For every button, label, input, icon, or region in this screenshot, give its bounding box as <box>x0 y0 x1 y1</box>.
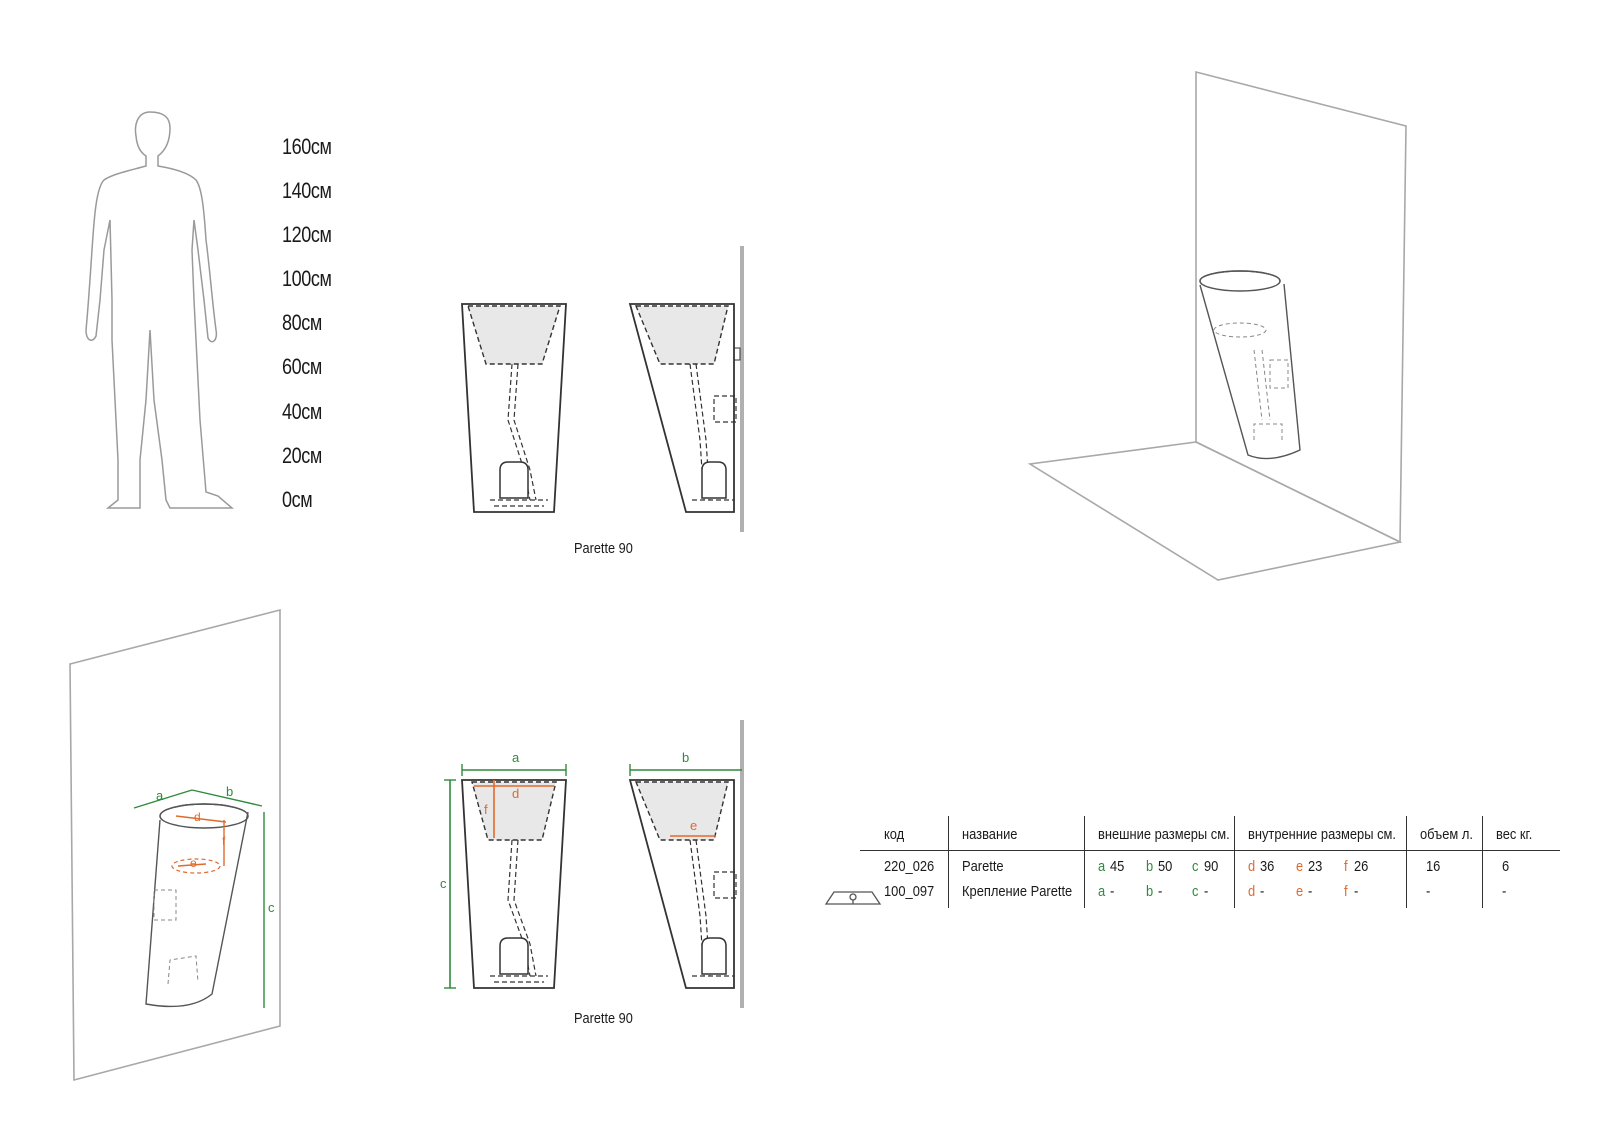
cell-c: - <box>1204 883 1209 900</box>
column-divider <box>1482 816 1483 908</box>
cell-f: - <box>1354 883 1359 900</box>
cell-b: - <box>1158 883 1163 900</box>
cell-d-letter: d <box>1248 883 1256 900</box>
column-divider <box>1084 816 1085 908</box>
header-code: код <box>884 826 905 843</box>
cell-c-letter: c <box>1192 883 1199 900</box>
header-name: название <box>962 826 1018 843</box>
caption-top: Parette 90 <box>574 540 633 557</box>
cell-a-letter: a <box>1098 858 1106 875</box>
dim-label-d: d <box>512 786 520 801</box>
cell-name: Крепление Parette <box>962 883 1073 900</box>
dim-label-d-3d: d <box>194 810 201 824</box>
cell-d: - <box>1260 883 1265 900</box>
scale-label: 100см <box>282 266 332 291</box>
cell-weight: - <box>1502 883 1507 900</box>
scale-label: 40см <box>282 399 322 424</box>
cell-volume: 16 <box>1426 858 1441 875</box>
cell-d: 36 <box>1260 858 1275 875</box>
wall-bracket-icon <box>824 891 882 905</box>
cell-code: 220_026 <box>884 858 935 875</box>
cell-e-letter: e <box>1296 883 1304 900</box>
dim-label-b: b <box>682 750 690 765</box>
cell-e-letter: e <box>1296 858 1304 875</box>
cell-c-letter: c <box>1192 858 1199 875</box>
column-divider <box>948 816 949 908</box>
scale-label: 20см <box>282 443 322 468</box>
front-view-top <box>461 303 567 513</box>
scale-label: 0см <box>282 487 313 512</box>
dim-label-c-3d: c <box>268 900 275 915</box>
cell-a: 45 <box>1110 858 1125 875</box>
cell-e: 23 <box>1308 858 1323 875</box>
cell-e: - <box>1308 883 1313 900</box>
caption-bottom: Parette 90 <box>574 1010 633 1027</box>
cell-a-letter: a <box>1098 883 1106 900</box>
scale-label: 120см <box>282 222 332 247</box>
cell-b-letter: b <box>1146 883 1154 900</box>
dim-label-f-3d: f <box>222 834 226 848</box>
column-divider <box>1406 816 1407 908</box>
header-weight: вес кг. <box>1496 826 1533 843</box>
column-divider <box>1234 816 1235 908</box>
dim-label-f: f <box>484 802 488 817</box>
cell-volume: - <box>1426 883 1431 900</box>
dim-label-a-3d: a <box>156 788 164 803</box>
cell-c: 90 <box>1204 858 1219 875</box>
header-inner: внутренние размеры см. <box>1248 826 1397 843</box>
front-view-bottom <box>444 764 567 989</box>
cell-f: 26 <box>1354 858 1369 875</box>
dim-label-e-3d: e <box>190 856 197 870</box>
header-volume: объем л. <box>1420 826 1473 843</box>
human-silhouette-icon <box>85 111 235 509</box>
cell-f-letter: f <box>1344 858 1348 875</box>
scale-label: 80см <box>282 310 322 335</box>
dim-label-b-3d: b <box>226 784 234 799</box>
cell-f-letter: f <box>1344 883 1348 900</box>
side-view-bottom <box>628 720 744 1008</box>
header-outer: внешние размеры см. <box>1098 826 1230 843</box>
dim-label-c: c <box>440 876 447 891</box>
cell-code: 100_097 <box>884 883 935 900</box>
header-divider <box>860 850 1560 851</box>
cell-d-letter: d <box>1248 858 1256 875</box>
dim-label-a: a <box>512 750 520 765</box>
dim-label-e: e <box>690 818 698 833</box>
cell-a: - <box>1110 883 1115 900</box>
perspective-view-top <box>1027 70 1407 581</box>
perspective-view-bottom <box>69 608 281 1082</box>
scale-label: 140см <box>282 178 332 203</box>
scale-label: 160см <box>282 134 332 159</box>
scale-label: 60см <box>282 354 322 379</box>
cell-weight: 6 <box>1502 858 1510 875</box>
cell-name: Parette <box>962 858 1004 875</box>
cell-b: 50 <box>1158 858 1173 875</box>
cell-b-letter: b <box>1146 858 1154 875</box>
side-view-top <box>628 246 744 532</box>
